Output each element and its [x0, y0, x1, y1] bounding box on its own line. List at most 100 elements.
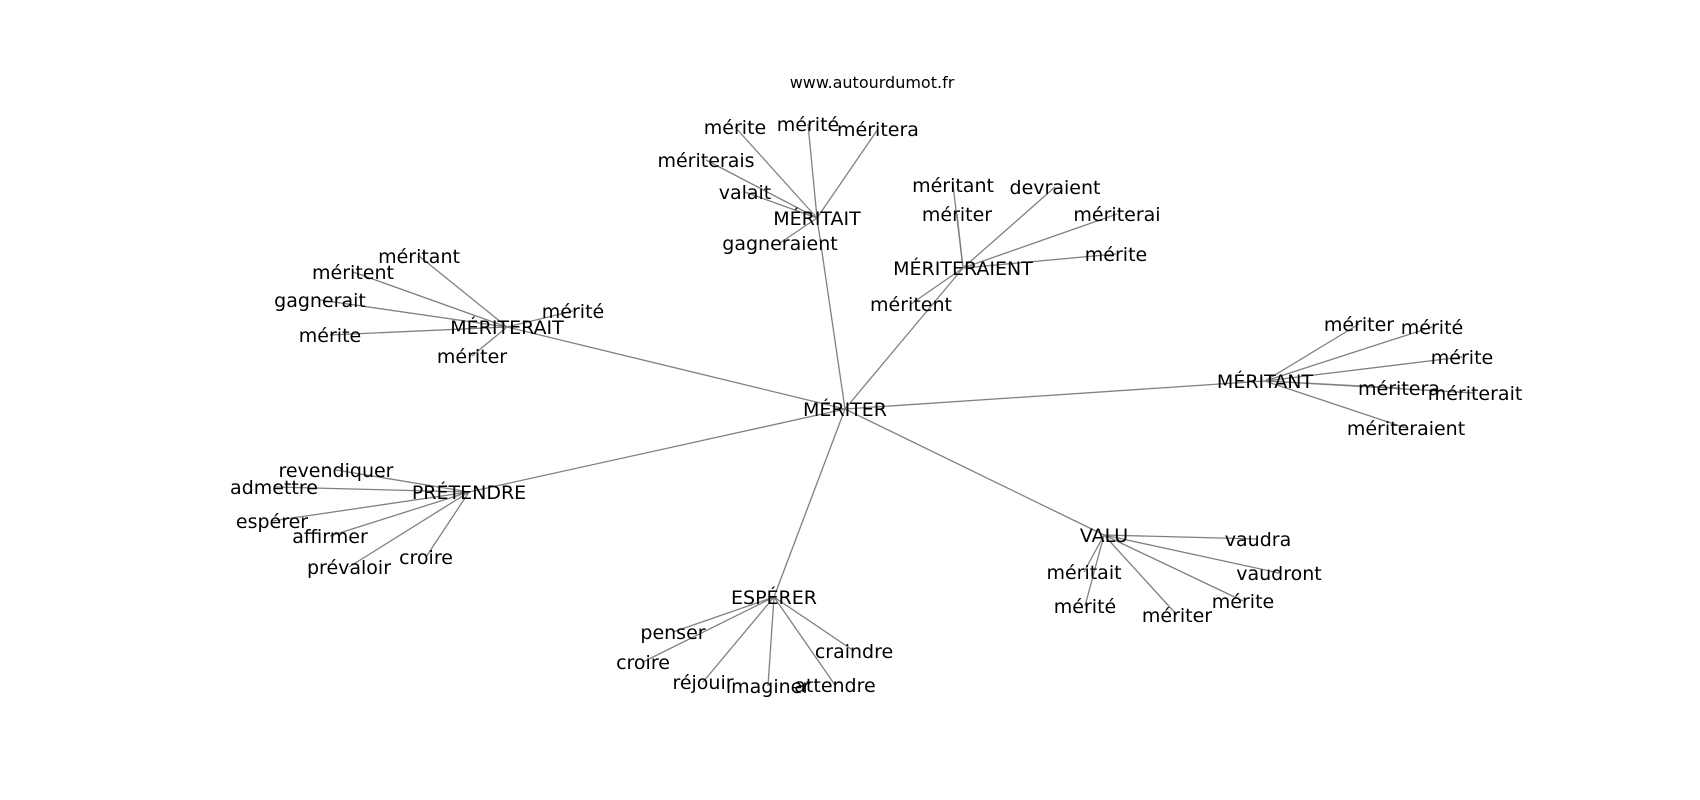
edge-h2-to-h2l4 — [962, 213, 1118, 269]
hub-node[interactable]: MÉRITANT — [1217, 370, 1314, 393]
edge-h3-to-h3l1 — [418, 255, 508, 328]
edge-h1-to-h1l4 — [705, 159, 818, 219]
hub-node[interactable]: MÉRITERAIT — [450, 316, 564, 339]
edge-h5-to-h5l6 — [425, 491, 470, 558]
edge-center-to-h6 — [844, 408, 1105, 536]
source-label: www.autourdumot.fr — [790, 73, 955, 92]
edge-h4-to-h4l3 — [1264, 356, 1463, 382]
edge-h6-to-h6l4 — [1103, 534, 1244, 602]
edge-h7-to-h7l6 — [773, 596, 855, 652]
edge-center-to-h7 — [773, 408, 846, 598]
edge-h1-to-h1l3 — [816, 128, 879, 219]
edge-h3-to-h3l3 — [319, 299, 508, 328]
edge-h1-to-h1l6 — [779, 217, 818, 244]
leaf-node[interactable]: méritera — [837, 119, 919, 141]
edge-h6-to-h6l5 — [1084, 534, 1105, 607]
hub-node[interactable]: VALU — [1080, 525, 1128, 547]
edge-h7-to-h7l4 — [767, 596, 775, 687]
leaf-node[interactable]: revendiquer — [278, 460, 393, 482]
edge-h6-to-h6l1 — [1103, 534, 1259, 540]
edge-h1-to-h1l2 — [807, 123, 818, 219]
leaf-node[interactable]: prévaloir — [307, 557, 391, 579]
leaf-node[interactable]: méritant — [912, 175, 994, 197]
edge-h5-to-h5l2 — [273, 486, 470, 493]
leaf-node[interactable]: mérité — [1401, 317, 1463, 339]
edge-h5-to-h5l5 — [348, 491, 470, 568]
leaf-node[interactable]: espérer — [236, 511, 308, 533]
leaf-node[interactable]: penser — [640, 622, 705, 644]
leaf-node[interactable]: valait — [719, 182, 772, 204]
leaf-node[interactable]: mériter — [437, 346, 507, 368]
edge-center-to-h2 — [844, 267, 964, 410]
edge-h7-to-h7l2 — [642, 596, 775, 663]
leaf-node[interactable]: attendre — [794, 675, 875, 697]
leaf-node[interactable]: réjouir — [672, 672, 733, 694]
leaf-node[interactable]: imaginer — [726, 676, 811, 698]
edge-center-to-h3 — [506, 326, 846, 410]
leaf-node[interactable]: mérite — [1431, 347, 1493, 369]
leaf-node[interactable]: vaudra — [1225, 529, 1291, 551]
edge-h2-to-h2l6 — [910, 267, 964, 305]
leaf-node[interactable]: mérité — [777, 114, 839, 136]
hub-node[interactable]: MÉRITERAIENT — [893, 257, 1033, 280]
edge-h6-to-h6l6 — [1103, 534, 1178, 616]
leaf-node[interactable]: affirmer — [292, 526, 368, 548]
center-node[interactable]: MÉRITER — [803, 398, 887, 421]
leaf-node[interactable]: mérite — [704, 117, 766, 139]
edge-h6-to-h6l2 — [1103, 534, 1280, 574]
hub-node[interactable]: ESPÉRER — [731, 586, 817, 609]
edge-h2-to-h2l5 — [962, 253, 1117, 269]
leaf-node[interactable]: mérite — [1085, 244, 1147, 266]
edge-h4-to-h4l6 — [1264, 380, 1407, 429]
edge-h5-to-h5l3 — [271, 491, 470, 522]
edge-h7-to-h7l3 — [702, 596, 775, 683]
leaf-node[interactable]: gagneraient — [722, 233, 837, 255]
leaf-node[interactable]: vaudront — [1236, 563, 1322, 585]
edge-center-to-h4 — [844, 380, 1266, 410]
edge-h7-to-h7l1 — [672, 596, 775, 633]
leaf-node[interactable]: méritent — [312, 262, 394, 284]
leaf-node[interactable]: mériterait — [1428, 383, 1523, 405]
edge-h2-to-h2l2 — [956, 213, 964, 269]
leaf-node[interactable]: mériter — [1142, 605, 1212, 627]
edge-h6-to-h6l3 — [1083, 534, 1105, 573]
leaf-node[interactable]: méritera — [1358, 378, 1440, 400]
edge-h7-to-h7l5 — [773, 596, 836, 686]
edge-h4-to-h4l2 — [1264, 326, 1433, 382]
leaf-node[interactable]: admettre — [230, 477, 318, 499]
leaf-node[interactable]: mériter — [922, 204, 992, 226]
leaf-node[interactable]: méritait — [1046, 562, 1121, 584]
hub-node[interactable]: PRÉTENDRE — [412, 481, 526, 504]
leaf-node[interactable]: mériter — [1324, 314, 1394, 336]
leaf-node[interactable]: mérité — [542, 301, 604, 323]
edge-h4-to-h4l1 — [1264, 323, 1360, 382]
hub-node[interactable]: MÉRITAIT — [773, 207, 861, 230]
edge-h2-to-h2l3 — [962, 186, 1056, 269]
edge-center-to-h1 — [816, 217, 846, 410]
edge-h5-to-h5l4 — [329, 491, 470, 537]
leaf-node[interactable]: mériterais — [657, 150, 754, 172]
edge-h3-to-h3l6 — [506, 310, 574, 328]
edge-h5-to-h5l1 — [335, 469, 470, 493]
edge-h3-to-h3l4 — [329, 326, 508, 336]
edge-center-to-h5 — [468, 408, 846, 493]
edge-h3-to-h3l5 — [471, 326, 508, 357]
leaf-node[interactable]: devraient — [1010, 177, 1101, 199]
leaf-node[interactable]: mériteraient — [1347, 418, 1465, 440]
leaf-node[interactable]: craindre — [815, 641, 893, 663]
edge-h1-to-h1l1 — [734, 126, 818, 219]
leaf-node[interactable]: mérité — [1054, 596, 1116, 618]
leaf-node[interactable]: méritant — [378, 246, 460, 268]
leaf-node[interactable]: méritent — [870, 294, 952, 316]
leaf-node[interactable]: mérite — [1212, 591, 1274, 613]
leaf-node[interactable]: gagnerait — [274, 290, 366, 312]
edge-h4-to-h4l5 — [1264, 380, 1476, 394]
leaf-node[interactable]: mérite — [299, 325, 361, 347]
leaf-node[interactable]: croire — [399, 547, 453, 569]
leaf-node[interactable]: croire — [616, 652, 670, 674]
graph-edges — [271, 123, 1476, 687]
leaf-node[interactable]: mériterai — [1073, 204, 1160, 226]
edge-h3-to-h3l2 — [352, 271, 508, 328]
